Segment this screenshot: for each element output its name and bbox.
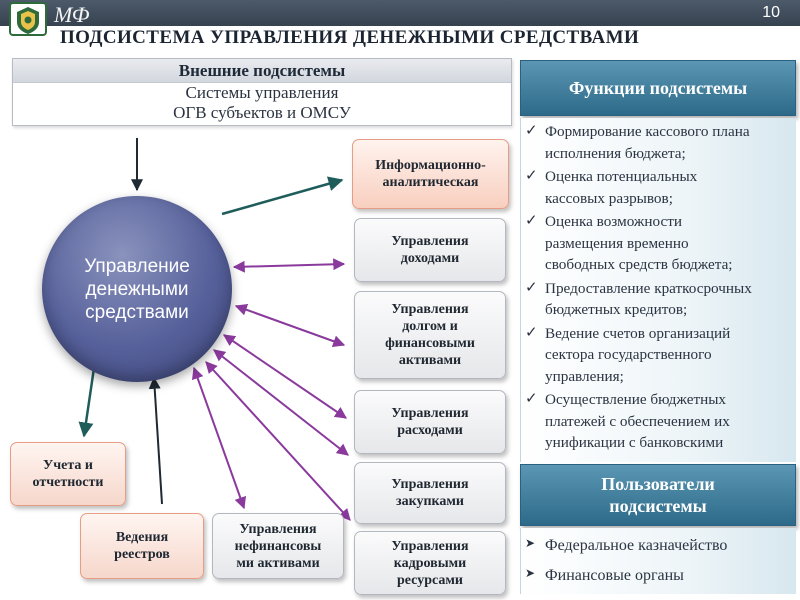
- subsystem-label: расходами: [397, 423, 463, 438]
- arrow-hr: [205, 361, 351, 521]
- users-list: ➤ Федеральное казначейство ➤ Финансовые …: [520, 528, 796, 594]
- subsystem-label: кадровыми: [393, 555, 467, 571]
- arrow-registers-to-center: [148, 376, 163, 505]
- subsystem-label: Управления: [391, 234, 469, 249]
- subsystem-nonfinancial: Управления нефинансовы ми активами: [212, 513, 344, 579]
- subsystem-label: финансовыми: [385, 336, 475, 351]
- user-item: ➤ Федеральное казначейство: [521, 531, 796, 561]
- function-text: свободных средств бюджета;: [545, 256, 733, 273]
- external-line-2: ОГВ субъектов и ОМСУ: [173, 103, 351, 122]
- function-text: Предоставление краткосрочных: [545, 279, 752, 297]
- subsystem-registers: Ведения реестров: [80, 513, 204, 579]
- function-text: размещения временно: [545, 234, 689, 252]
- function-text: Оценка потенциальных: [545, 168, 698, 185]
- subsystem-label: отчетности: [32, 475, 104, 490]
- functions-heading: Функции подсистемы: [520, 60, 796, 116]
- subsystem-label: Управления: [391, 477, 469, 492]
- function-text: исполнения бюджета;: [545, 144, 686, 162]
- center-node-cash-management: Управление денежными средствами: [42, 196, 232, 382]
- function-text: Ведение счетов организаций: [545, 324, 731, 342]
- arrow-to-info: [221, 176, 344, 216]
- subsystem-label: долгом и: [402, 319, 458, 334]
- function-text: кассовых разрывов;: [545, 189, 673, 207]
- arrow-nonfinancial: [191, 366, 247, 510]
- functions-heading-label: Функции подсистемы: [568, 78, 748, 98]
- emblem-icon: [9, 2, 47, 36]
- subsystem-label: доходами: [400, 251, 460, 266]
- subsystem-label: нефинансовы: [234, 538, 322, 554]
- arrow-procurement: [213, 349, 349, 456]
- external-subsystems-box: Внешние подсистемы Системы управления ОГ…: [12, 58, 512, 126]
- function-item: ✓ Предоставление краткосрочных бюджетных…: [521, 278, 796, 321]
- external-subsystems-heading: Внешние подсистемы: [13, 59, 511, 83]
- external-line-1: Системы управления: [185, 83, 339, 102]
- subsystem-label: Управления: [391, 302, 469, 317]
- subsystem-label: Ведения: [115, 530, 169, 545]
- subsystem-label: Управления: [239, 521, 317, 537]
- center-line-3: средствами: [85, 301, 189, 323]
- subsystem-debt: Управления долгом и финансовыми активами: [354, 291, 506, 379]
- check-icon: ✓: [525, 277, 538, 296]
- subsystem-label: реестров: [114, 547, 170, 562]
- function-text: сектора государственного: [545, 346, 712, 363]
- center-line-2: денежными: [85, 278, 189, 300]
- subsystem-procurement: Управления закупками: [354, 462, 506, 524]
- page-number: 10: [762, 4, 780, 21]
- subsystem-expenses: Управления расходами: [354, 390, 506, 454]
- subsystem-income: Управления доходами: [354, 218, 506, 282]
- subsystem-label: Управления: [391, 538, 469, 554]
- page-title: ПОДСИСТЕМА УПРАВЛЕНИЯ ДЕНЕЖНЫМИ СРЕДСТВА…: [60, 27, 640, 48]
- check-icon: ✓: [525, 166, 538, 184]
- function-text: управления;: [545, 367, 624, 385]
- function-text: технологиями: [545, 454, 796, 463]
- subsystem-label: ресурсами: [397, 572, 463, 588]
- brand-mark: МФ: [54, 2, 90, 27]
- check-icon: ✓: [525, 322, 538, 341]
- subsystem-hr: Управления кадровыми ресурсами: [354, 531, 506, 595]
- user-item: ➤ Финансовые органы: [521, 561, 796, 591]
- function-item: ✓ Осуществление бюджетных платежей с обе…: [521, 389, 796, 462]
- triangle-right-icon: ➤: [525, 536, 536, 550]
- user-text: Финансовые органы: [545, 567, 684, 584]
- user-text: Федеральное казначейство: [545, 537, 728, 554]
- check-icon: ✓: [525, 121, 538, 139]
- function-text: платежей с обеспечением их: [545, 412, 730, 430]
- subsystem-label: ми активами: [236, 555, 320, 571]
- subsystem-info-analytics: Информационно- аналитическая: [352, 139, 509, 209]
- subsystem-label: закупками: [395, 494, 465, 509]
- top-bar: [0, 0, 800, 26]
- subsystem-label: активами: [398, 353, 462, 368]
- check-icon: ✓: [525, 211, 538, 229]
- arrow-to-reporting: [78, 367, 96, 438]
- function-text: Оценка возможности: [545, 213, 683, 230]
- subsystem-label: Информационно-: [375, 158, 486, 173]
- subsystem-reporting: Учета и отчетности: [10, 442, 126, 506]
- function-text: Осуществление бюджетных: [545, 391, 727, 408]
- users-heading-line: подсистемы: [609, 496, 707, 516]
- arrow-debt: [234, 304, 346, 347]
- check-icon: ✓: [525, 389, 538, 407]
- center-line-1: Управление: [84, 255, 190, 277]
- users-heading: Пользователи подсистемы: [520, 464, 796, 526]
- function-item: ✓ Ведение счетов организаций сектора гос…: [521, 323, 796, 388]
- subsystem-label: Управления: [391, 406, 469, 421]
- arrow-income: [232, 258, 346, 273]
- function-item: ✓ Оценка потенциальных кассовых разрывов…: [521, 166, 796, 209]
- function-item: ✓ Формирование кассового плана исполнени…: [521, 121, 796, 164]
- function-text: бюджетных кредитов;: [545, 301, 688, 318]
- functions-list: ✓ Формирование кассового плана исполнени…: [520, 118, 796, 462]
- users-heading-line: Пользователи: [601, 474, 715, 494]
- subsystem-label: аналитическая: [382, 175, 479, 190]
- function-item: ✓ Оценка возможности размещения временно…: [521, 211, 796, 276]
- triangle-right-icon: ➤: [525, 566, 536, 580]
- function-text: унификации с банковскими: [545, 434, 724, 451]
- subsystem-label: Учета и: [43, 458, 93, 473]
- function-text: Формирование кассового плана: [545, 123, 750, 140]
